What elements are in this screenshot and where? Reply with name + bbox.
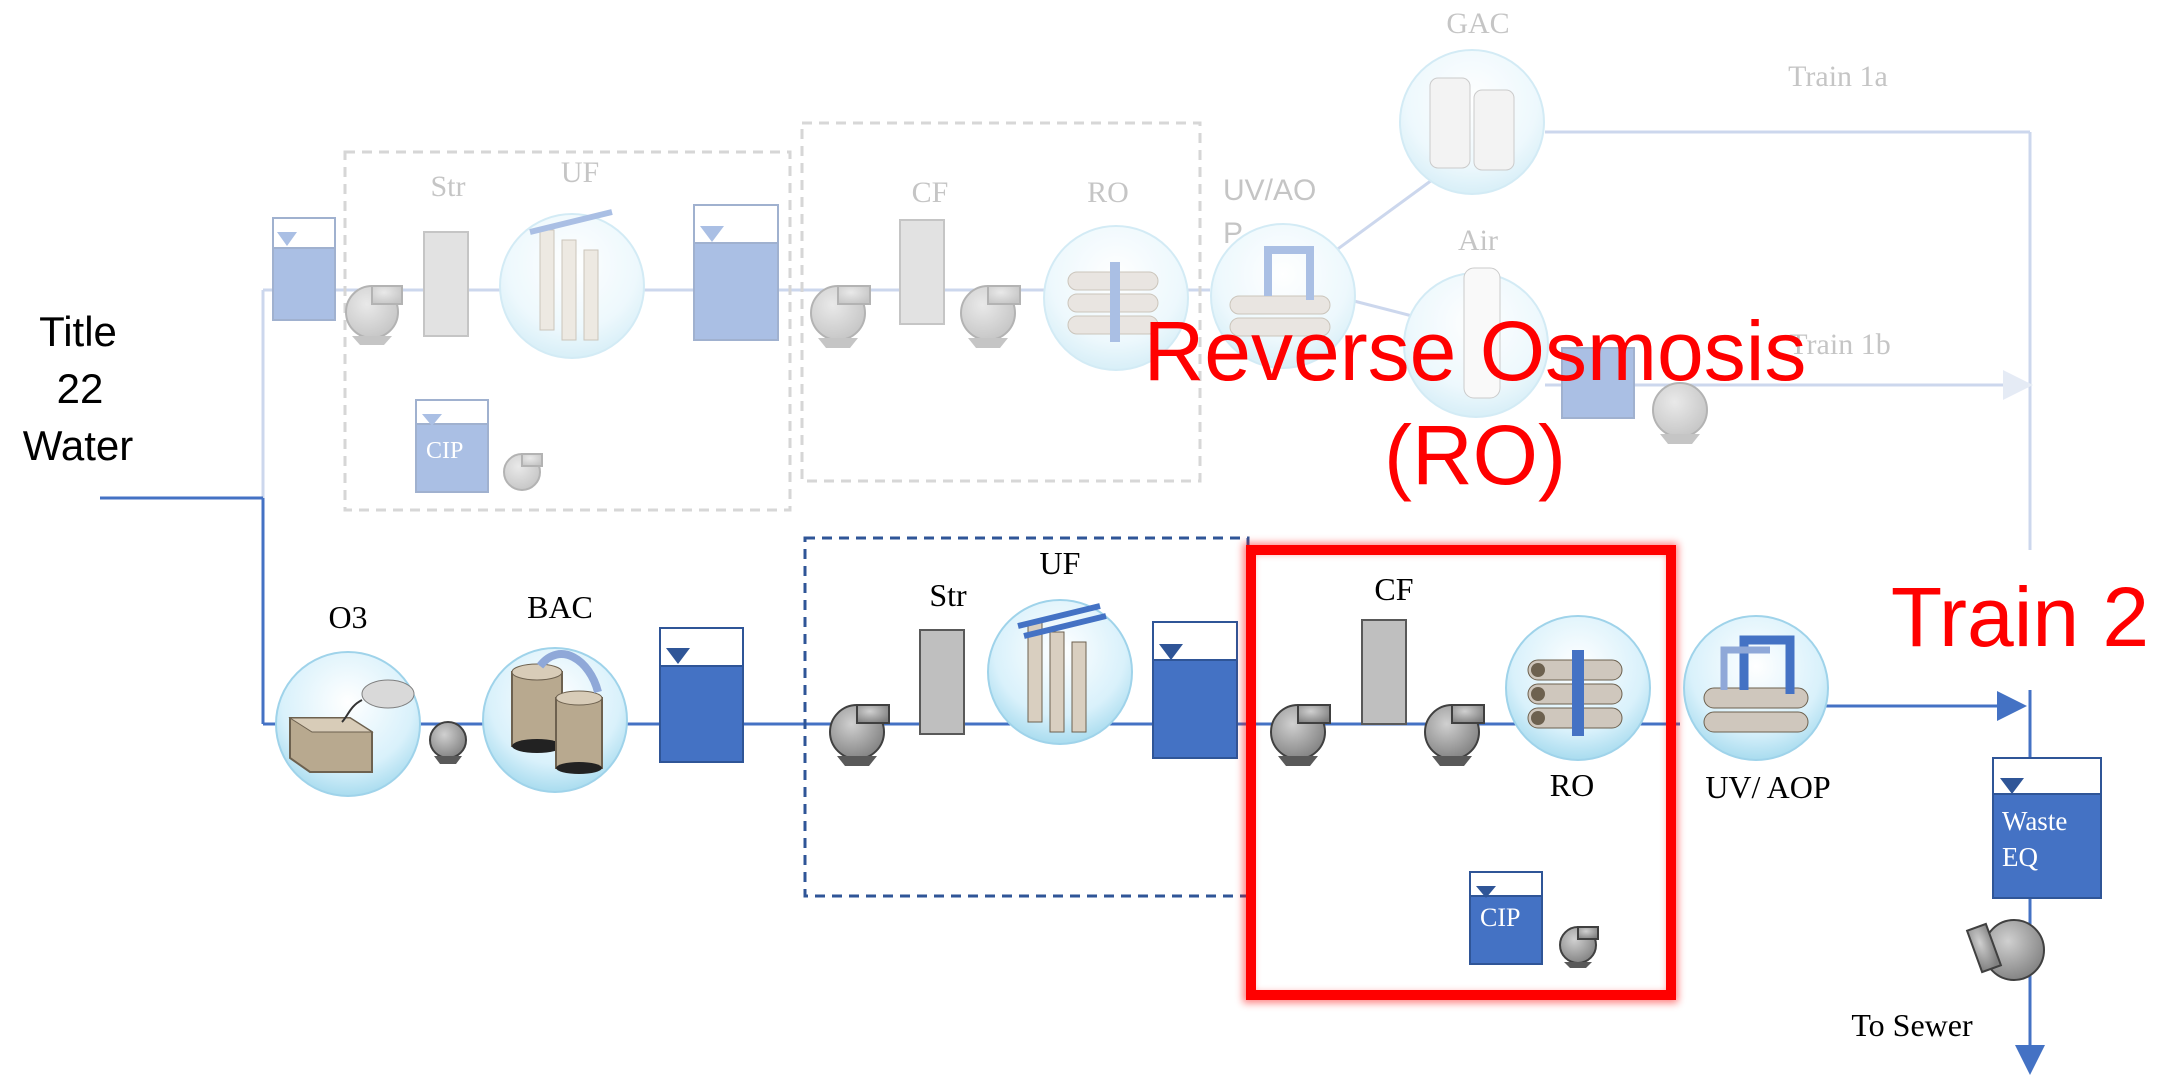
- train-1a-label: Train 1a: [1788, 60, 1888, 93]
- train-2: O3 BAC Str: [275, 536, 2102, 1075]
- bac-effluent-tank: [659, 627, 744, 763]
- uv-aop-unit: [1683, 615, 1829, 761]
- str-label: Str: [929, 577, 967, 613]
- title-label-line1: Title: [39, 308, 117, 355]
- title-label-line3: Water: [23, 422, 133, 469]
- cartridge-filter: [1361, 619, 1407, 725]
- ozone-unit: [275, 651, 421, 797]
- gac-branch-line: [1319, 178, 1433, 264]
- faded-cip-pump: [503, 453, 543, 491]
- uf-effluent-tank: [1152, 621, 1238, 759]
- ro-high-pressure-pump: [1424, 704, 1485, 766]
- faded-gac-unit: [1399, 49, 1545, 195]
- to-sewer-label: To Sewer: [1851, 1007, 1973, 1043]
- uf-unit: [987, 599, 1133, 745]
- faded-ro-unit: [1043, 225, 1189, 371]
- faded-ro-label: RO: [1087, 176, 1129, 209]
- cip-label: CIP: [1480, 903, 1520, 932]
- faded-pump-2: [810, 285, 871, 348]
- faded-str-label: Str: [430, 170, 465, 203]
- faded-air-stripper-unit: [1403, 267, 1549, 418]
- faded-cf-label: CF: [912, 176, 949, 209]
- faded-uf-group-box: [343, 150, 792, 512]
- ro-label: RO: [1550, 767, 1594, 803]
- strainer: [919, 629, 965, 735]
- waste-eq-tank: [1992, 757, 2102, 899]
- faded-cip-tank: [415, 399, 489, 493]
- pump-o3: [429, 721, 467, 764]
- bac-label: BAC: [527, 589, 593, 625]
- reverse-osmosis-callout-line2: (RO): [1384, 408, 1566, 502]
- inlet: Title 22 Water: [23, 308, 292, 726]
- faded-strainer: [423, 231, 469, 337]
- uf-feed-pump: [829, 704, 890, 766]
- air-label: Air: [1458, 224, 1498, 257]
- train-1b-label: Train 1b: [1789, 328, 1890, 361]
- faded-feed-tank: [272, 217, 336, 321]
- faded-train-1b-tank: [1561, 347, 1635, 419]
- o3-label: O3: [328, 599, 367, 635]
- waste-eq-label-line2: EQ: [2002, 842, 2038, 872]
- title-label-line2: 22: [57, 365, 104, 412]
- faded-ro-group-box: [800, 121, 1202, 483]
- air-branch-line: [1349, 298, 1421, 320]
- gac-label: GAC: [1446, 7, 1509, 40]
- waste-eq-label-line1: Waste: [2002, 806, 2067, 836]
- cf-label: CF: [1374, 571, 1413, 607]
- uv-aop-label: UV/ AOP: [1705, 769, 1830, 805]
- train-2-callout: Train 2: [1891, 570, 2149, 664]
- faded-uf-unit: [499, 209, 645, 359]
- train-1-faded: GAC Air Train 1a Train 1b Str UF CF RO U…: [261, 7, 2033, 550]
- faded-pump-3: [960, 285, 1021, 348]
- faded-uvaop-label-line2: P: [1223, 217, 1243, 250]
- reverse-osmosis-callout-line1: Reverse Osmosis: [1144, 304, 1807, 398]
- faded-cip-label: CIP: [426, 438, 463, 464]
- faded-uvaop-label-line1: UV/AO: [1223, 174, 1316, 207]
- ro-feed-pump: [1270, 704, 1331, 766]
- faded-uv-aop-unit: [1210, 223, 1356, 369]
- cip-pump: [1559, 926, 1599, 968]
- bac-unit: [482, 647, 628, 793]
- waste-pump: [1965, 919, 2045, 981]
- uf-label: UF: [1040, 545, 1081, 581]
- faded-train-1b-pump: [1652, 382, 1708, 444]
- ro-unit: [1505, 615, 1651, 761]
- cip-tank: [1469, 871, 1543, 965]
- faded-uf-tank: [693, 204, 779, 341]
- faded-pump-1: [345, 285, 403, 345]
- ro-highlight-box: [1246, 545, 1676, 1000]
- callouts: Reverse Osmosis (RO) Train 2: [1144, 304, 2150, 664]
- faded-uf-label: UF: [561, 156, 599, 189]
- faded-cartridge-filter: [899, 219, 945, 325]
